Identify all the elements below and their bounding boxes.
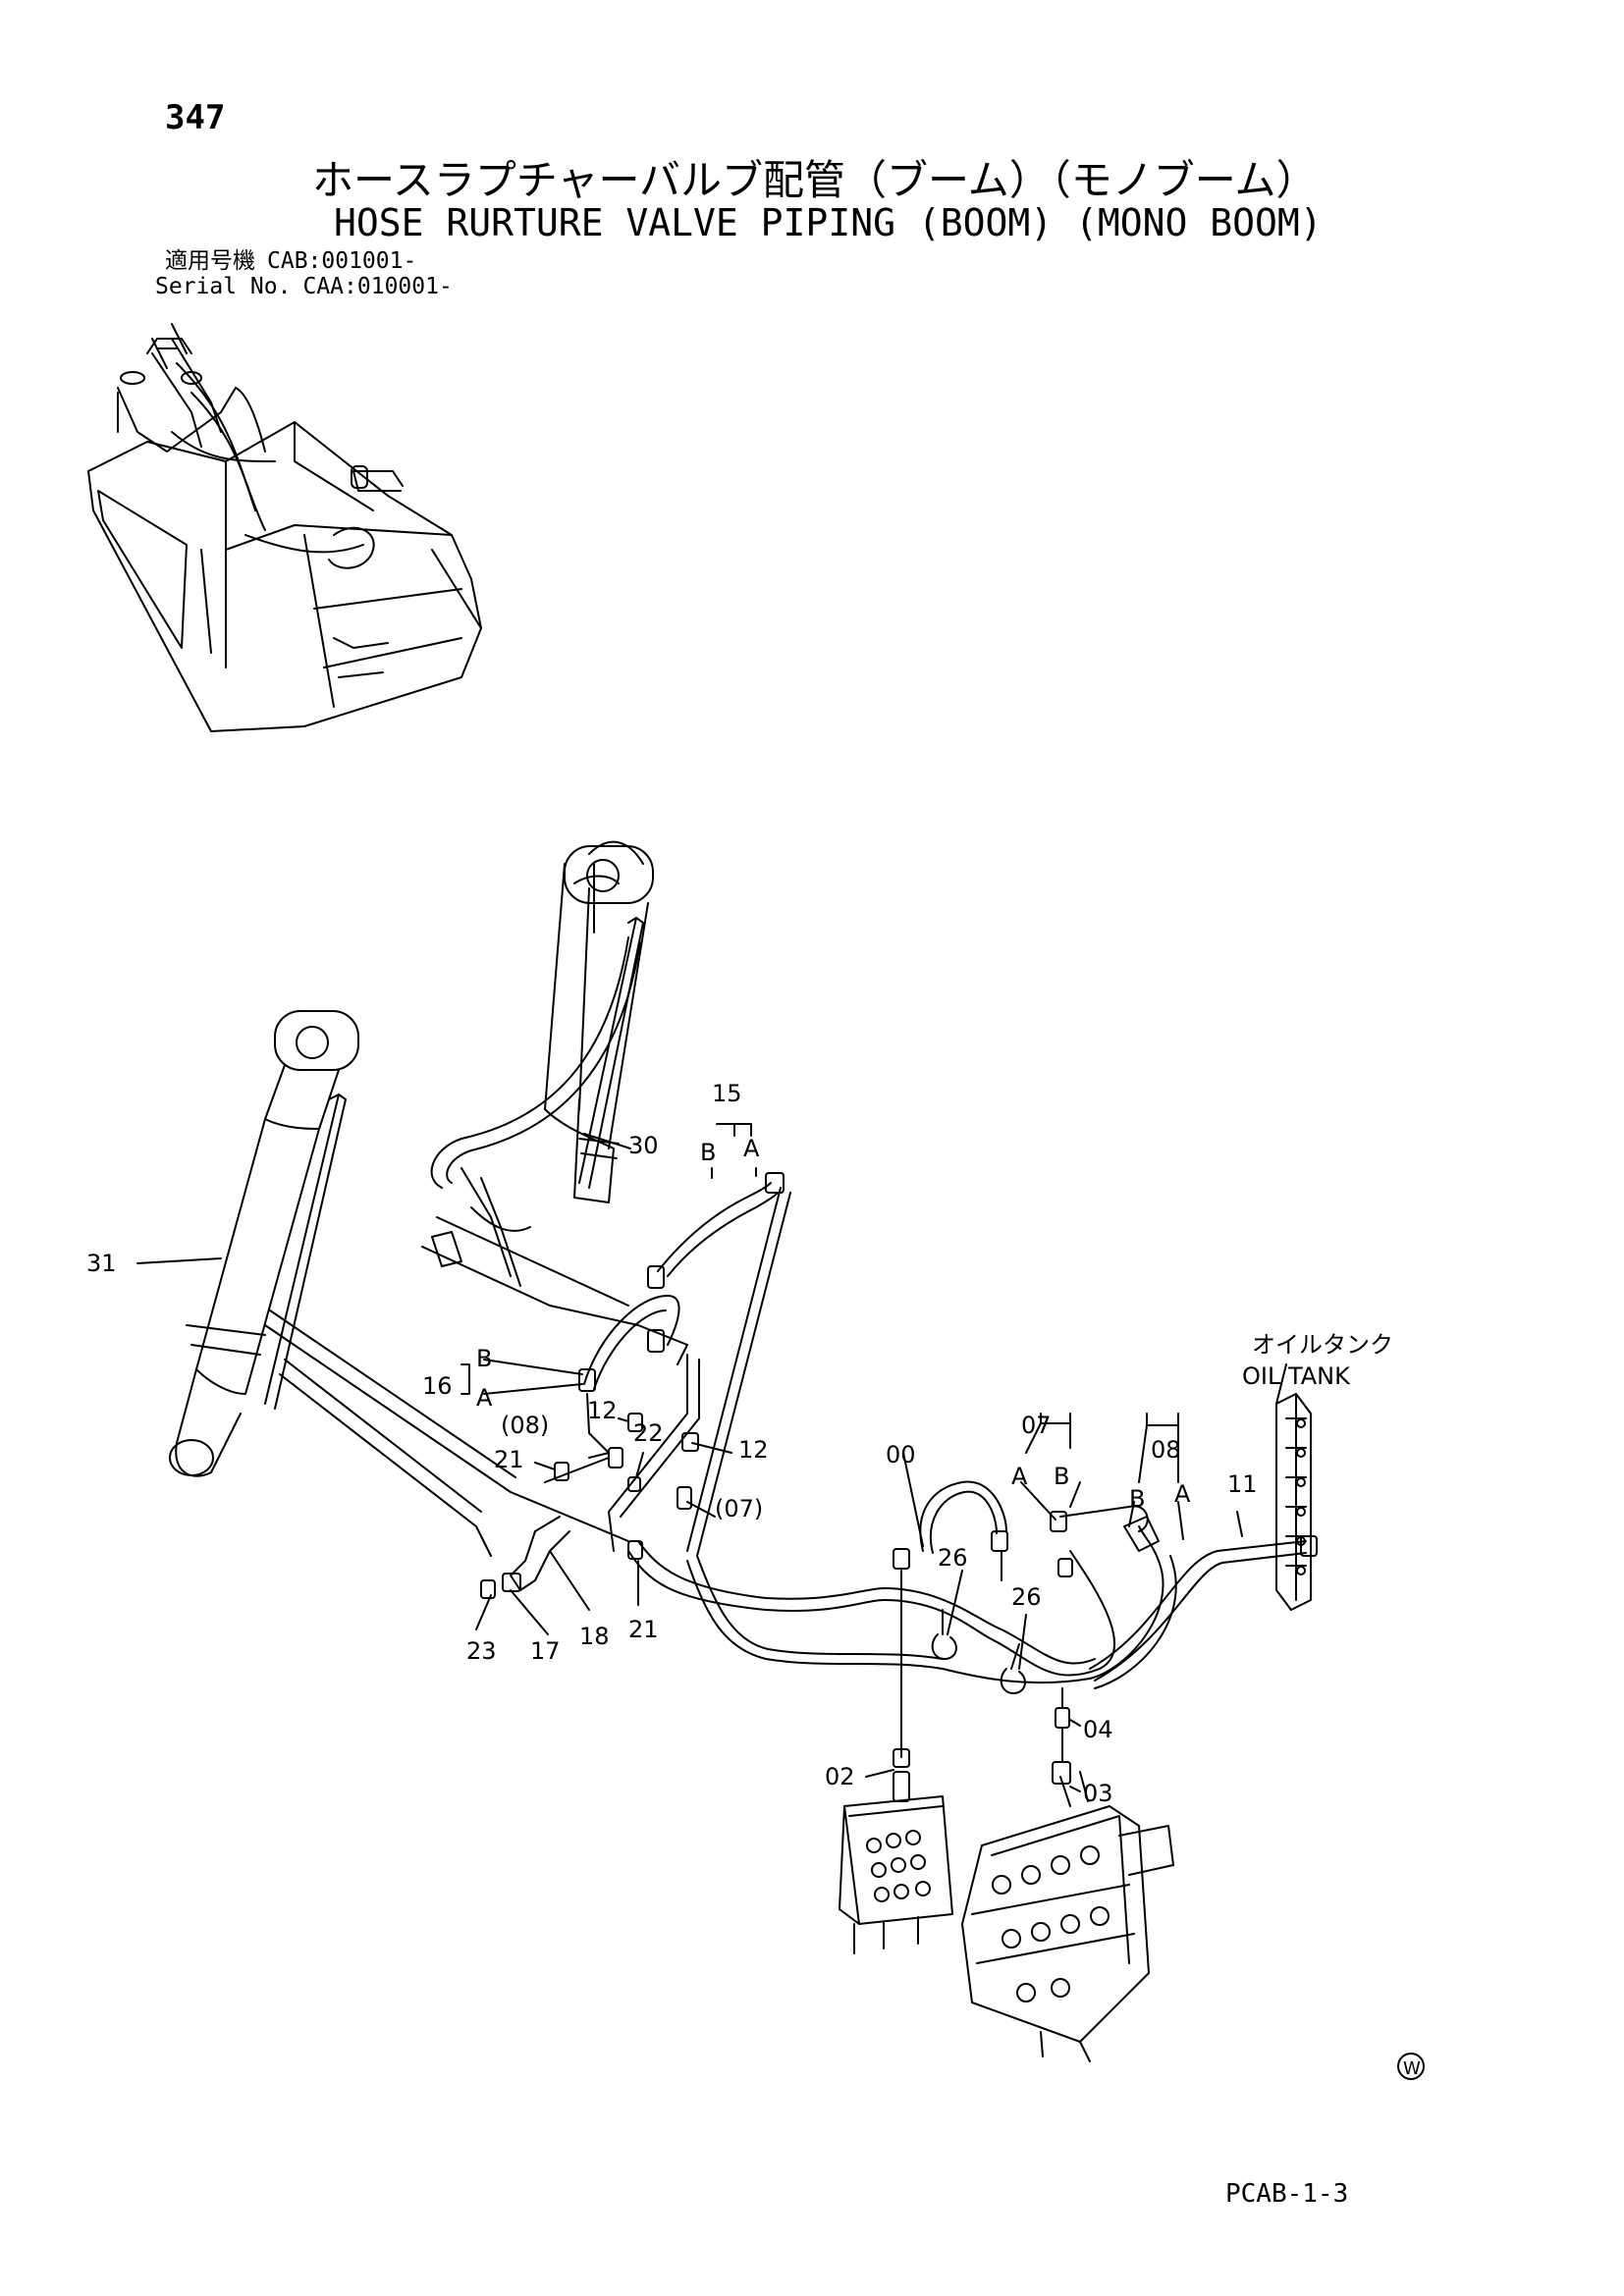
hose-16: [578, 1295, 680, 1454]
serial-value: CAB:001001-: [267, 248, 417, 274]
callout: 26: [1011, 1583, 1042, 1611]
boom-cylinder-31: [169, 1010, 359, 1477]
callout: 23: [466, 1637, 497, 1665]
callout: 08: [1151, 1436, 1181, 1464]
main-hoses: [627, 1516, 1318, 1689]
hose-07: [1050, 1505, 1149, 1577]
callout: B: [1054, 1463, 1069, 1490]
callout: 12: [587, 1397, 618, 1424]
clamps-26: [931, 1609, 1026, 1694]
control-valve-left: [839, 1771, 953, 1954]
document-code: PCAB-1-3: [1225, 2179, 1349, 2209]
callout: A: [476, 1384, 493, 1412]
oil-tank: [1275, 1393, 1312, 1611]
fittings-valve-side: [893, 1687, 1070, 1768]
svg-text:W: W: [1403, 2058, 1421, 2079]
callout: B: [476, 1345, 492, 1372]
hose-15: [647, 1172, 791, 1557]
callout: B: [1129, 1485, 1145, 1513]
circled-w-mark: W: [1397, 2053, 1425, 2080]
excavator-locator-illustration: [87, 323, 482, 732]
callout: 02: [825, 1763, 855, 1790]
callout: 22: [633, 1419, 664, 1447]
callout: 12: [738, 1436, 769, 1464]
page-title-japanese: ホースラプチャーバルブ配管（ブーム）（モノブーム）: [312, 156, 1318, 204]
callout: 04: [1083, 1716, 1113, 1743]
callout: A: [1011, 1463, 1028, 1490]
hose-assembly-30: [421, 936, 688, 1365]
page-number: 347: [165, 98, 226, 137]
callout: 18: [579, 1623, 610, 1650]
leader-lines: [136, 1123, 1287, 1792]
oil-tank-label-english: OIL TANK: [1242, 1362, 1351, 1390]
callout: 07: [1021, 1412, 1052, 1439]
callout: 26: [938, 1544, 968, 1572]
serial-value: CAA:010001-: [302, 274, 453, 299]
callout: B: [700, 1139, 716, 1166]
callout: 15: [712, 1080, 742, 1107]
serial-label: 適用号機: [165, 248, 255, 274]
serial-row: Serial No. CAA:010001-: [155, 275, 453, 298]
callout: 03: [1083, 1780, 1113, 1807]
serial-row: 適用号機 CAB:001001-: [165, 249, 416, 273]
callout: A: [743, 1135, 760, 1162]
callout: 31: [86, 1250, 117, 1277]
callout: 21: [628, 1616, 659, 1643]
hose-00: [893, 1480, 1008, 1758]
serial-label: Serial No.: [155, 274, 292, 299]
steel-pipes: [264, 1309, 700, 1557]
callout: 11: [1227, 1470, 1258, 1498]
oil-tank-label-japanese: オイルタンク: [1252, 1331, 1393, 1359]
callout: 30: [628, 1132, 659, 1159]
callout-labels: 31 30 15 B A 16 B A 12 12 (08) 22 21 (07…: [86, 1080, 1393, 1807]
callout: 00: [886, 1441, 916, 1468]
callout: 17: [530, 1637, 561, 1665]
control-valve-main: [961, 1761, 1174, 2062]
callout: A: [1174, 1480, 1191, 1508]
callout: (07): [715, 1495, 763, 1522]
callout: 16: [422, 1372, 453, 1400]
callout: 21: [494, 1446, 524, 1473]
callout: (08): [501, 1412, 549, 1439]
page-title-english: HOSE RURTURE VALVE PIPING (BOOM) (MONO B…: [334, 201, 1323, 244]
